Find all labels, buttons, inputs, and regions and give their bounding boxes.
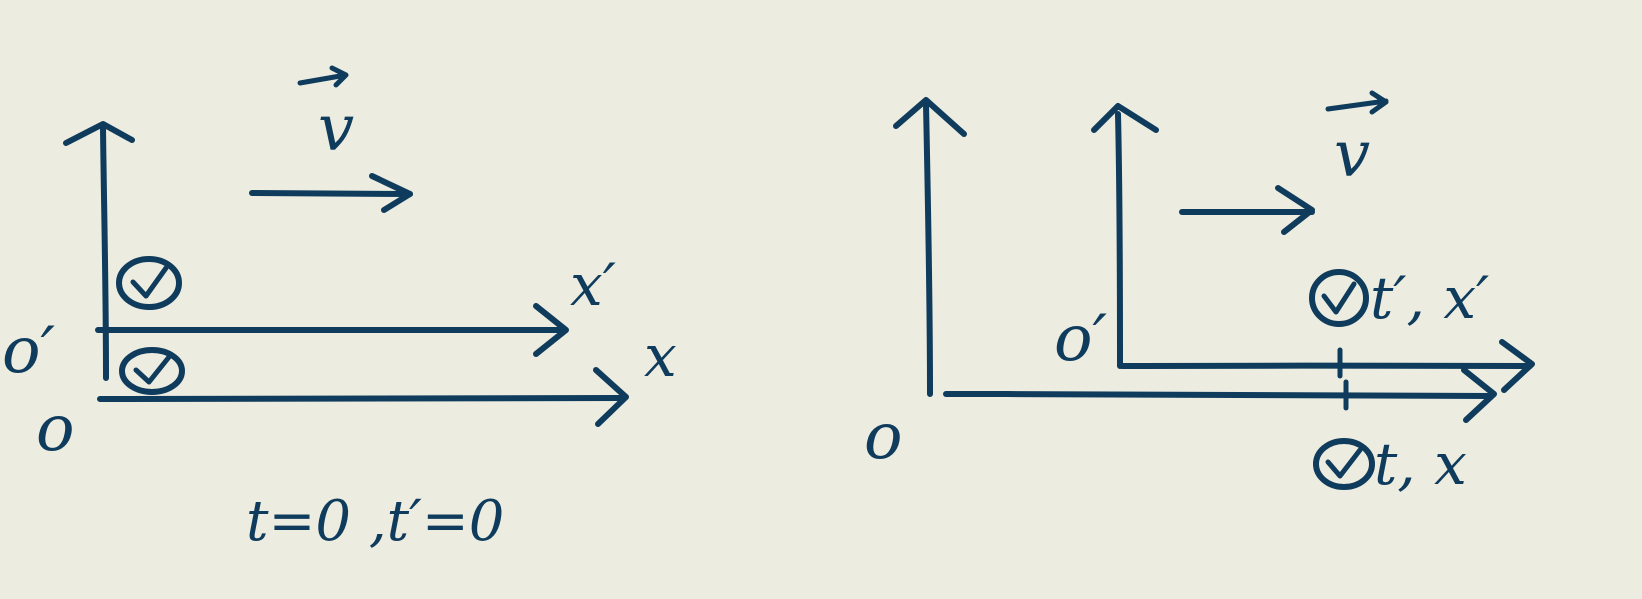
right-primed-origin-label: o′ (1054, 302, 1108, 376)
right-clock-icon (1313, 438, 1375, 490)
left-vertical-axis (63, 121, 135, 381)
right-primed-clock-icon (1309, 269, 1369, 327)
right-primed-x-axis (1119, 339, 1535, 393)
vector-arrow-icon (1325, 90, 1389, 115)
right-event-label: t, x (1374, 430, 1467, 498)
left-x-axis (97, 367, 629, 427)
left-velocity-arrow (249, 173, 413, 213)
right-vertical-axis (893, 97, 967, 397)
left-primed-clock-icon (116, 256, 182, 310)
right-velocity-label: v (1325, 90, 1389, 192)
right-diagram: o o′ v t′, x′ (864, 90, 1535, 498)
right-velocity-arrow (1179, 185, 1315, 235)
left-axis-label: x (644, 322, 677, 390)
right-primed-event-label: t′, x′ (1370, 264, 1489, 332)
left-origin-label: o (36, 392, 75, 466)
left-primed-x-axis (95, 303, 569, 357)
left-primed-origin-label: o′ (2, 314, 56, 388)
left-condition-text: t=0 ,t′=0 (246, 489, 504, 554)
left-diagram: v x′ x o′ o t=0 ,t′=0 (2, 65, 677, 554)
vector-arrow-icon (297, 65, 349, 88)
right-origin-label: o (864, 400, 903, 474)
left-primed-axis-label: x′ (570, 251, 616, 319)
right-velocity-label-text: v (1334, 118, 1370, 192)
right-primed-vertical-axis (1091, 103, 1159, 369)
left-velocity-label: v (297, 65, 354, 166)
right-x-axis (943, 367, 1497, 423)
left-velocity-label-text: v (318, 92, 354, 166)
left-clock-icon (119, 347, 185, 395)
